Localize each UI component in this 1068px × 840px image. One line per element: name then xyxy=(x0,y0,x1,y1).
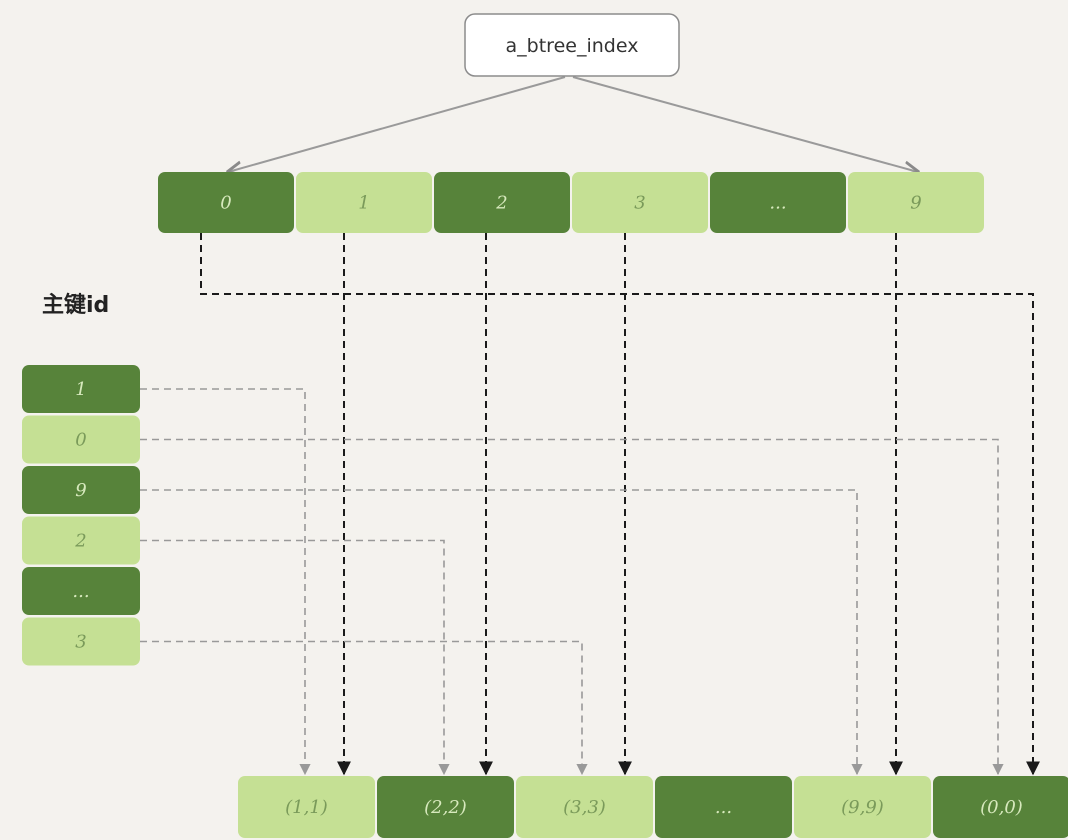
index-key-0-label: 0 xyxy=(220,193,231,214)
index-key-0: 0 xyxy=(158,172,294,233)
pk-item-2: 9 xyxy=(22,466,140,514)
primary-key-label: 主键id xyxy=(42,292,109,318)
index-key-3: 3 xyxy=(572,172,708,233)
data-cell-3-label: ... xyxy=(715,797,732,818)
data-cell-5: (0,0) xyxy=(933,776,1068,838)
pk-pointer-5 xyxy=(140,640,588,776)
index-key-4-label: ... xyxy=(769,193,786,214)
index-key-1: 1 xyxy=(296,172,432,233)
tree-edge-left xyxy=(228,76,566,172)
primary-key-list: 1 0 9 2... 3 xyxy=(22,365,140,666)
data-cell-0: (1,1) xyxy=(238,776,375,838)
index-key-5: 9 xyxy=(848,172,984,233)
pk-pointer-2 xyxy=(140,489,863,776)
index-key-2-label: 2 xyxy=(495,193,507,214)
pk-pointer-3 xyxy=(140,539,450,776)
pk-item-3: 2 xyxy=(22,516,140,565)
pk-item-1: 0 xyxy=(22,415,140,464)
index-key-4: ... xyxy=(710,172,846,233)
pk-item-4-label: ... xyxy=(72,581,89,602)
data-cell-2: (3,3) xyxy=(516,776,653,838)
index-pointer-0 xyxy=(200,233,1040,776)
tree-edge-right xyxy=(572,76,918,172)
root-node-label: a_btree_index xyxy=(506,35,639,57)
index-level-row: 0 1 2 3... 9 xyxy=(158,172,984,233)
pk-pointer-0 xyxy=(140,388,311,776)
root-node: a_btree_index xyxy=(464,13,680,77)
data-cell-1-label: (2,2) xyxy=(424,797,467,818)
pk-item-4: ... xyxy=(22,567,140,615)
data-cell-5-label: (0,0) xyxy=(980,797,1023,818)
pk-pointer-1 xyxy=(140,438,1004,776)
data-cell-4: (9,9) xyxy=(794,776,931,838)
index-key-5-label: 9 xyxy=(910,193,921,214)
data-cell-1: (2,2) xyxy=(377,776,514,838)
data-row: (1,1) (2,2) (3,3)... (9,9) (0,0) xyxy=(238,776,1068,838)
data-cell-2-label: (3,3) xyxy=(563,797,606,818)
pk-item-0: 1 xyxy=(22,365,140,413)
pk-item-5-label: 3 xyxy=(75,632,86,653)
index-key-2: 2 xyxy=(434,172,570,233)
pk-item-2-label: 9 xyxy=(75,480,86,501)
index-key-1-label: 1 xyxy=(358,193,369,214)
data-cell-4-label: (9,9) xyxy=(841,797,884,818)
pk-item-3-label: 2 xyxy=(74,531,86,552)
pk-item-5: 3 xyxy=(22,617,140,666)
pk-item-0-label: 1 xyxy=(75,379,86,400)
data-cell-0-label: (1,1) xyxy=(285,797,328,818)
pk-item-1-label: 0 xyxy=(75,430,86,451)
connector-layer xyxy=(140,76,1040,776)
index-key-3-label: 3 xyxy=(634,193,645,214)
data-cell-3: ... xyxy=(655,776,792,838)
